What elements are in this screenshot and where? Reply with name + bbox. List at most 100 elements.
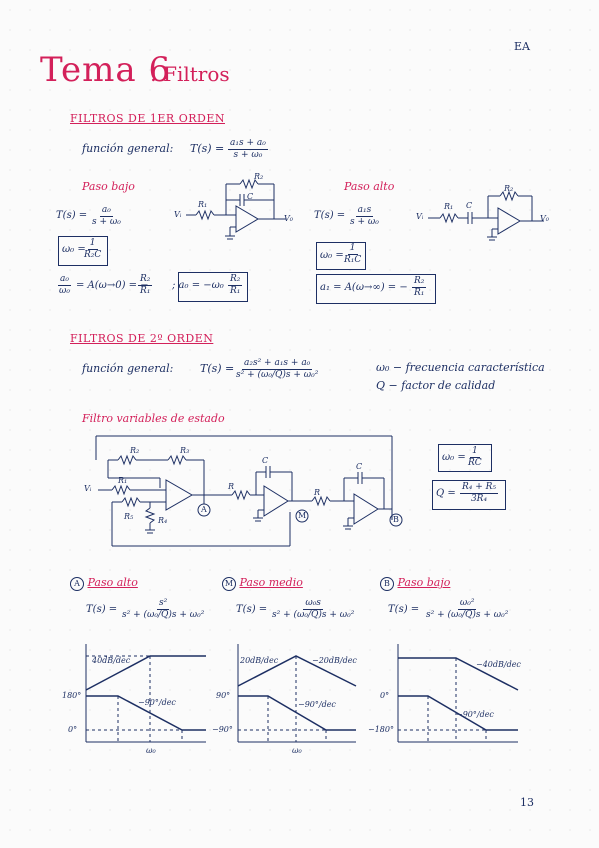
sv-r-label-2: R <box>314 488 321 497</box>
lowpass-t-fraction: a₀ s + ω₀ <box>92 205 121 228</box>
sv-node-a: A <box>201 505 207 514</box>
plot-m-mag-slope: −20dB/dec <box>312 656 357 665</box>
plot-m-phase <box>238 695 356 731</box>
page-title: Tema 6 <box>40 50 172 90</box>
q-definition: Q − factor de calidad <box>376 379 496 392</box>
second-order-general-numerator: a₂s² + a₁s + a₀ <box>242 358 313 370</box>
state-variable-title: Filtro variables de estado <box>82 412 225 425</box>
plot-b-phase-slope: −90°/dec <box>456 710 494 719</box>
sv-r5-label: R₅ <box>124 512 134 521</box>
sv-vi-label: Vᵢ <box>84 484 92 493</box>
plot-m-phase-top: 90° <box>216 691 231 700</box>
highpass-r2-label: R₂ <box>504 184 514 193</box>
response-b-t-numerator: ω₀² <box>457 598 477 610</box>
sv-c-label-2: C <box>356 462 363 471</box>
lowpass-a0-numerator: R₂ <box>228 274 243 286</box>
sv-r-label-1: R <box>228 482 235 491</box>
page-subtitle: : Filtros <box>150 62 230 86</box>
first-order-general-fraction: a₁s + a₀ s + ω₀ <box>228 138 268 161</box>
plot-b-phase-top: 0° <box>380 691 390 700</box>
first-order-general-numerator: a₁s + a₀ <box>228 138 268 150</box>
plot-b-phase-bottom: −180° <box>368 725 394 734</box>
lowpass-gain-r-numerator: R₂ <box>138 274 153 286</box>
first-order-general-lhs: T(s) = <box>190 142 225 155</box>
response-m-t-fraction: ω₀s s² + (ω₀/Q)s + ω₀² <box>272 598 354 621</box>
plot-a-x-label: ω₀ <box>146 746 156 755</box>
lowpass-w0-numerator: 1 <box>87 238 98 250</box>
lowpass-gain-fraction: a₀ ω₀ <box>58 274 71 297</box>
second-order-general-label: función general: <box>82 362 174 375</box>
lowpass-gain-numerator: a₀ <box>58 274 71 286</box>
highpass-w0-denominator: R₁C <box>344 255 362 265</box>
sv-c-label-1: C <box>262 456 269 465</box>
response-m-title: Paso medio <box>239 576 303 589</box>
response-b-title: Paso bajo <box>397 576 451 589</box>
lowpass-vo-label: V₀ <box>284 214 293 223</box>
response-m-t-numerator: ω₀s <box>303 598 323 610</box>
lowpass-r2-label: R₂ <box>254 172 264 181</box>
sv-node-m: M <box>298 511 307 520</box>
lowpass-vi-label: Vᵢ <box>174 210 182 219</box>
plot-m-phase-bottom: −90° <box>212 725 233 734</box>
sv-r4-label: R₄ <box>158 516 168 525</box>
author-initials: EA <box>514 40 530 53</box>
sv-w0-denominator: RC <box>468 458 482 468</box>
highpass-r1-label: R₁ <box>444 202 454 211</box>
lowpass-title: Paso bajo <box>82 180 135 193</box>
lowpass-gain-r-denominator: R₁ <box>140 286 151 296</box>
response-a-t-fraction: s² s² + (ω₀/Q)s + ω₀² <box>122 598 204 621</box>
lowpass-c-label: C <box>247 192 254 201</box>
highpass-a1-fraction: R₂ R₁ <box>412 276 427 299</box>
sv-q-denominator: 3R₄ <box>470 494 488 504</box>
w0-definition: ω₀ − frecuencia característica <box>376 361 545 374</box>
response-b-t-denominator: s² + (ω₀/Q)s + ω₀² <box>426 610 509 620</box>
highpass-title: Paso alto <box>344 180 395 193</box>
lowpass-a0-denominator: R₁ <box>230 286 241 296</box>
sv-w0-numerator: 1 <box>469 446 480 458</box>
sv-w0-fraction: 1 RC <box>468 446 482 469</box>
response-a-marker: A <box>70 577 84 591</box>
response-m-title-row: M Paso medio <box>222 576 303 591</box>
highpass-vi-label: Vᵢ <box>416 212 424 221</box>
sv-q-box <box>432 480 506 510</box>
response-m-t-lhs: T(s) = <box>236 604 268 615</box>
second-order-heading: Filtros de 2º orden <box>70 332 214 345</box>
sv-r3-label: R₃ <box>180 446 190 455</box>
lowpass-w0-lhs: ω₀ = <box>62 244 86 255</box>
second-order-general-denominator: s² + (ω₀/Q)s + ω₀² <box>236 370 319 380</box>
lowpass-gain-r-fraction: R₂ R₁ <box>138 274 153 297</box>
response-b-title-row: B Paso bajo <box>380 576 450 591</box>
sv-w0-lhs: ω₀ = <box>442 452 466 463</box>
highpass-t-lhs: T(s) = <box>314 210 346 221</box>
highpass-a1-lhs: a₁ = A(ω→∞) = − <box>320 282 408 293</box>
sv-w0-box <box>438 444 492 472</box>
highpass-a1-numerator: R₂ <box>412 276 427 288</box>
highpass-w0-box <box>316 242 366 270</box>
highpass-vo-label: V₀ <box>540 214 549 223</box>
sv-q-fraction: R₄ + R₅ 3R₄ <box>460 482 499 505</box>
lowpass-a0-box <box>178 272 248 302</box>
plot-a-phase-top: 180° <box>62 691 82 700</box>
lowpass-a0-fraction: R₂ R₁ <box>228 274 243 297</box>
highpass-a1-box <box>316 274 436 304</box>
highpass-w0-fraction: 1 R₁C <box>344 243 361 266</box>
response-m-t-denominator: s² + (ω₀/Q)s + ω₀² <box>272 610 355 620</box>
first-order-heading: Filtros de 1er orden <box>70 112 225 125</box>
lowpass-w0-box <box>58 236 108 266</box>
lowpass-gain-denominator: ω₀ <box>59 286 70 296</box>
lowpass-w0-fraction: 1 R₂C <box>84 238 101 261</box>
sv-node-b: B <box>393 515 399 524</box>
plot-m-x-label: ω₀ <box>292 746 302 755</box>
second-order-general-lhs: T(s) = <box>200 362 235 375</box>
response-a-t-numerator: s² <box>157 598 170 610</box>
lowpass-t-denominator: s + ω₀ <box>92 217 121 227</box>
highpass-w0-lhs: ω₀ = <box>320 250 344 261</box>
plot-m-phase-slope: −90°/dec <box>298 700 336 709</box>
highpass-t-numerator: a₁s <box>355 205 374 217</box>
response-a-t-lhs: T(s) = <box>86 604 118 615</box>
plot-a-phase-slope: −90°/dec <box>138 698 176 707</box>
sv-q-lhs: Q = <box>436 488 456 499</box>
highpass-w0-numerator: 1 <box>347 243 358 255</box>
first-order-general-label: función general: <box>82 142 174 155</box>
response-a-title: Paso alto <box>87 576 138 589</box>
